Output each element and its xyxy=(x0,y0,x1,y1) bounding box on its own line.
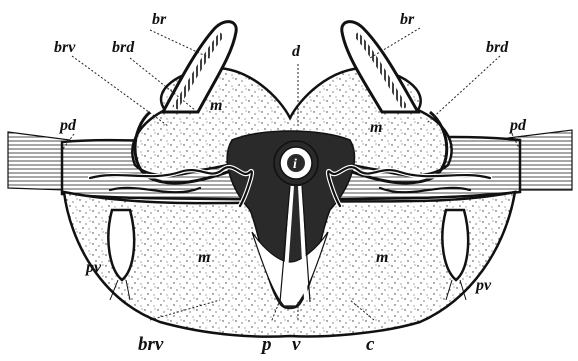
label-brd-left: brd xyxy=(112,39,135,56)
label-center: i xyxy=(293,157,297,172)
label-m-upper-right: m xyxy=(370,119,382,136)
label-pd-right: pd xyxy=(508,117,527,134)
label-bottom-brv: brv xyxy=(138,334,164,355)
label-br-right: br xyxy=(400,11,415,28)
label-pd-left: pd xyxy=(58,117,77,134)
label-brv: brv xyxy=(54,39,76,56)
label-pv-right: pv xyxy=(474,277,492,294)
label-m-upper-left: m xyxy=(210,97,222,114)
label-d: d xyxy=(292,43,301,60)
label-br-left: br xyxy=(152,11,167,28)
label-m-lower-right: m xyxy=(376,249,388,266)
label-m-lower-left: m xyxy=(198,249,210,266)
label-bottom-c: c xyxy=(366,334,375,355)
left-fiber-bundle xyxy=(8,132,70,190)
label-bottom-v: v xyxy=(292,334,301,355)
label-pv-left: pv xyxy=(84,259,102,276)
label-brd-right: brd xyxy=(486,39,509,56)
label-bottom-p: p xyxy=(260,334,272,355)
